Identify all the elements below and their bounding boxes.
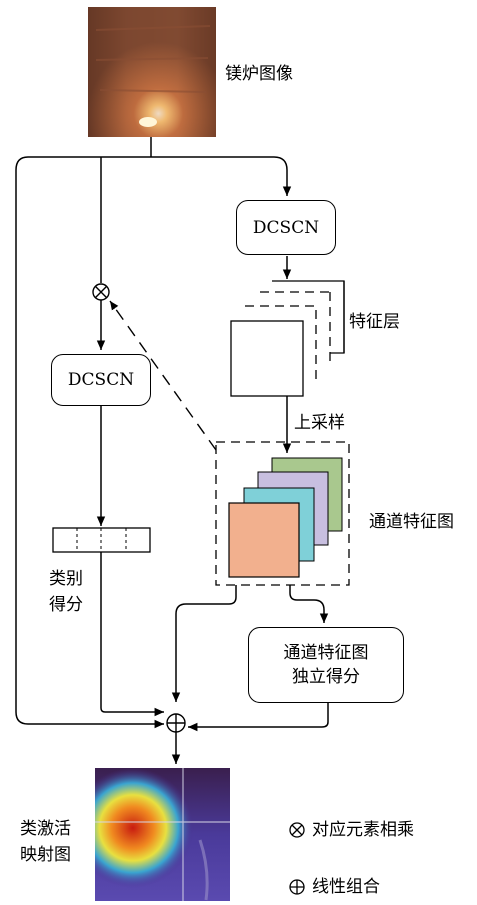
cam-line-1: 类激活 — [20, 816, 71, 842]
cam-label: 类激活 映射图 — [20, 816, 71, 868]
cam-line-2: 映射图 — [20, 842, 71, 868]
furnace-image — [88, 7, 216, 137]
feature-layers-stack — [231, 281, 344, 396]
class-score-line-1: 类别 — [49, 566, 83, 592]
legend-sum-symbol — [290, 880, 304, 894]
legend-multiply: 对应元素相乘 — [312, 819, 414, 841]
input-image-label: 镁炉图像 — [225, 63, 293, 85]
upsample-label: 上采样 — [294, 412, 345, 434]
legend-multiply-text: 对应元素相乘 — [312, 819, 414, 841]
dcscn-top-box: DCSCN — [236, 200, 336, 255]
channel-score-line-1: 通道特征图 — [284, 641, 369, 665]
feature-layers-label: 特征层 — [349, 311, 400, 333]
sum-node — [167, 714, 185, 732]
legend-linear-text: 线性组合 — [312, 876, 380, 898]
channel-score-line-2: 独立得分 — [292, 665, 360, 689]
cam-image — [95, 768, 230, 901]
legend-linear: 线性组合 — [312, 876, 380, 898]
class-score-line-2: 得分 — [49, 592, 83, 618]
class-score-label: 类别 得分 — [49, 566, 83, 618]
dcscn-left-box: DCSCN — [51, 354, 151, 406]
multiply-node — [93, 284, 109, 300]
channel-score-box: 通道特征图 独立得分 — [248, 627, 404, 703]
channel-features-label: 通道特征图 — [369, 511, 454, 533]
legend-multiply-symbol — [290, 823, 304, 837]
